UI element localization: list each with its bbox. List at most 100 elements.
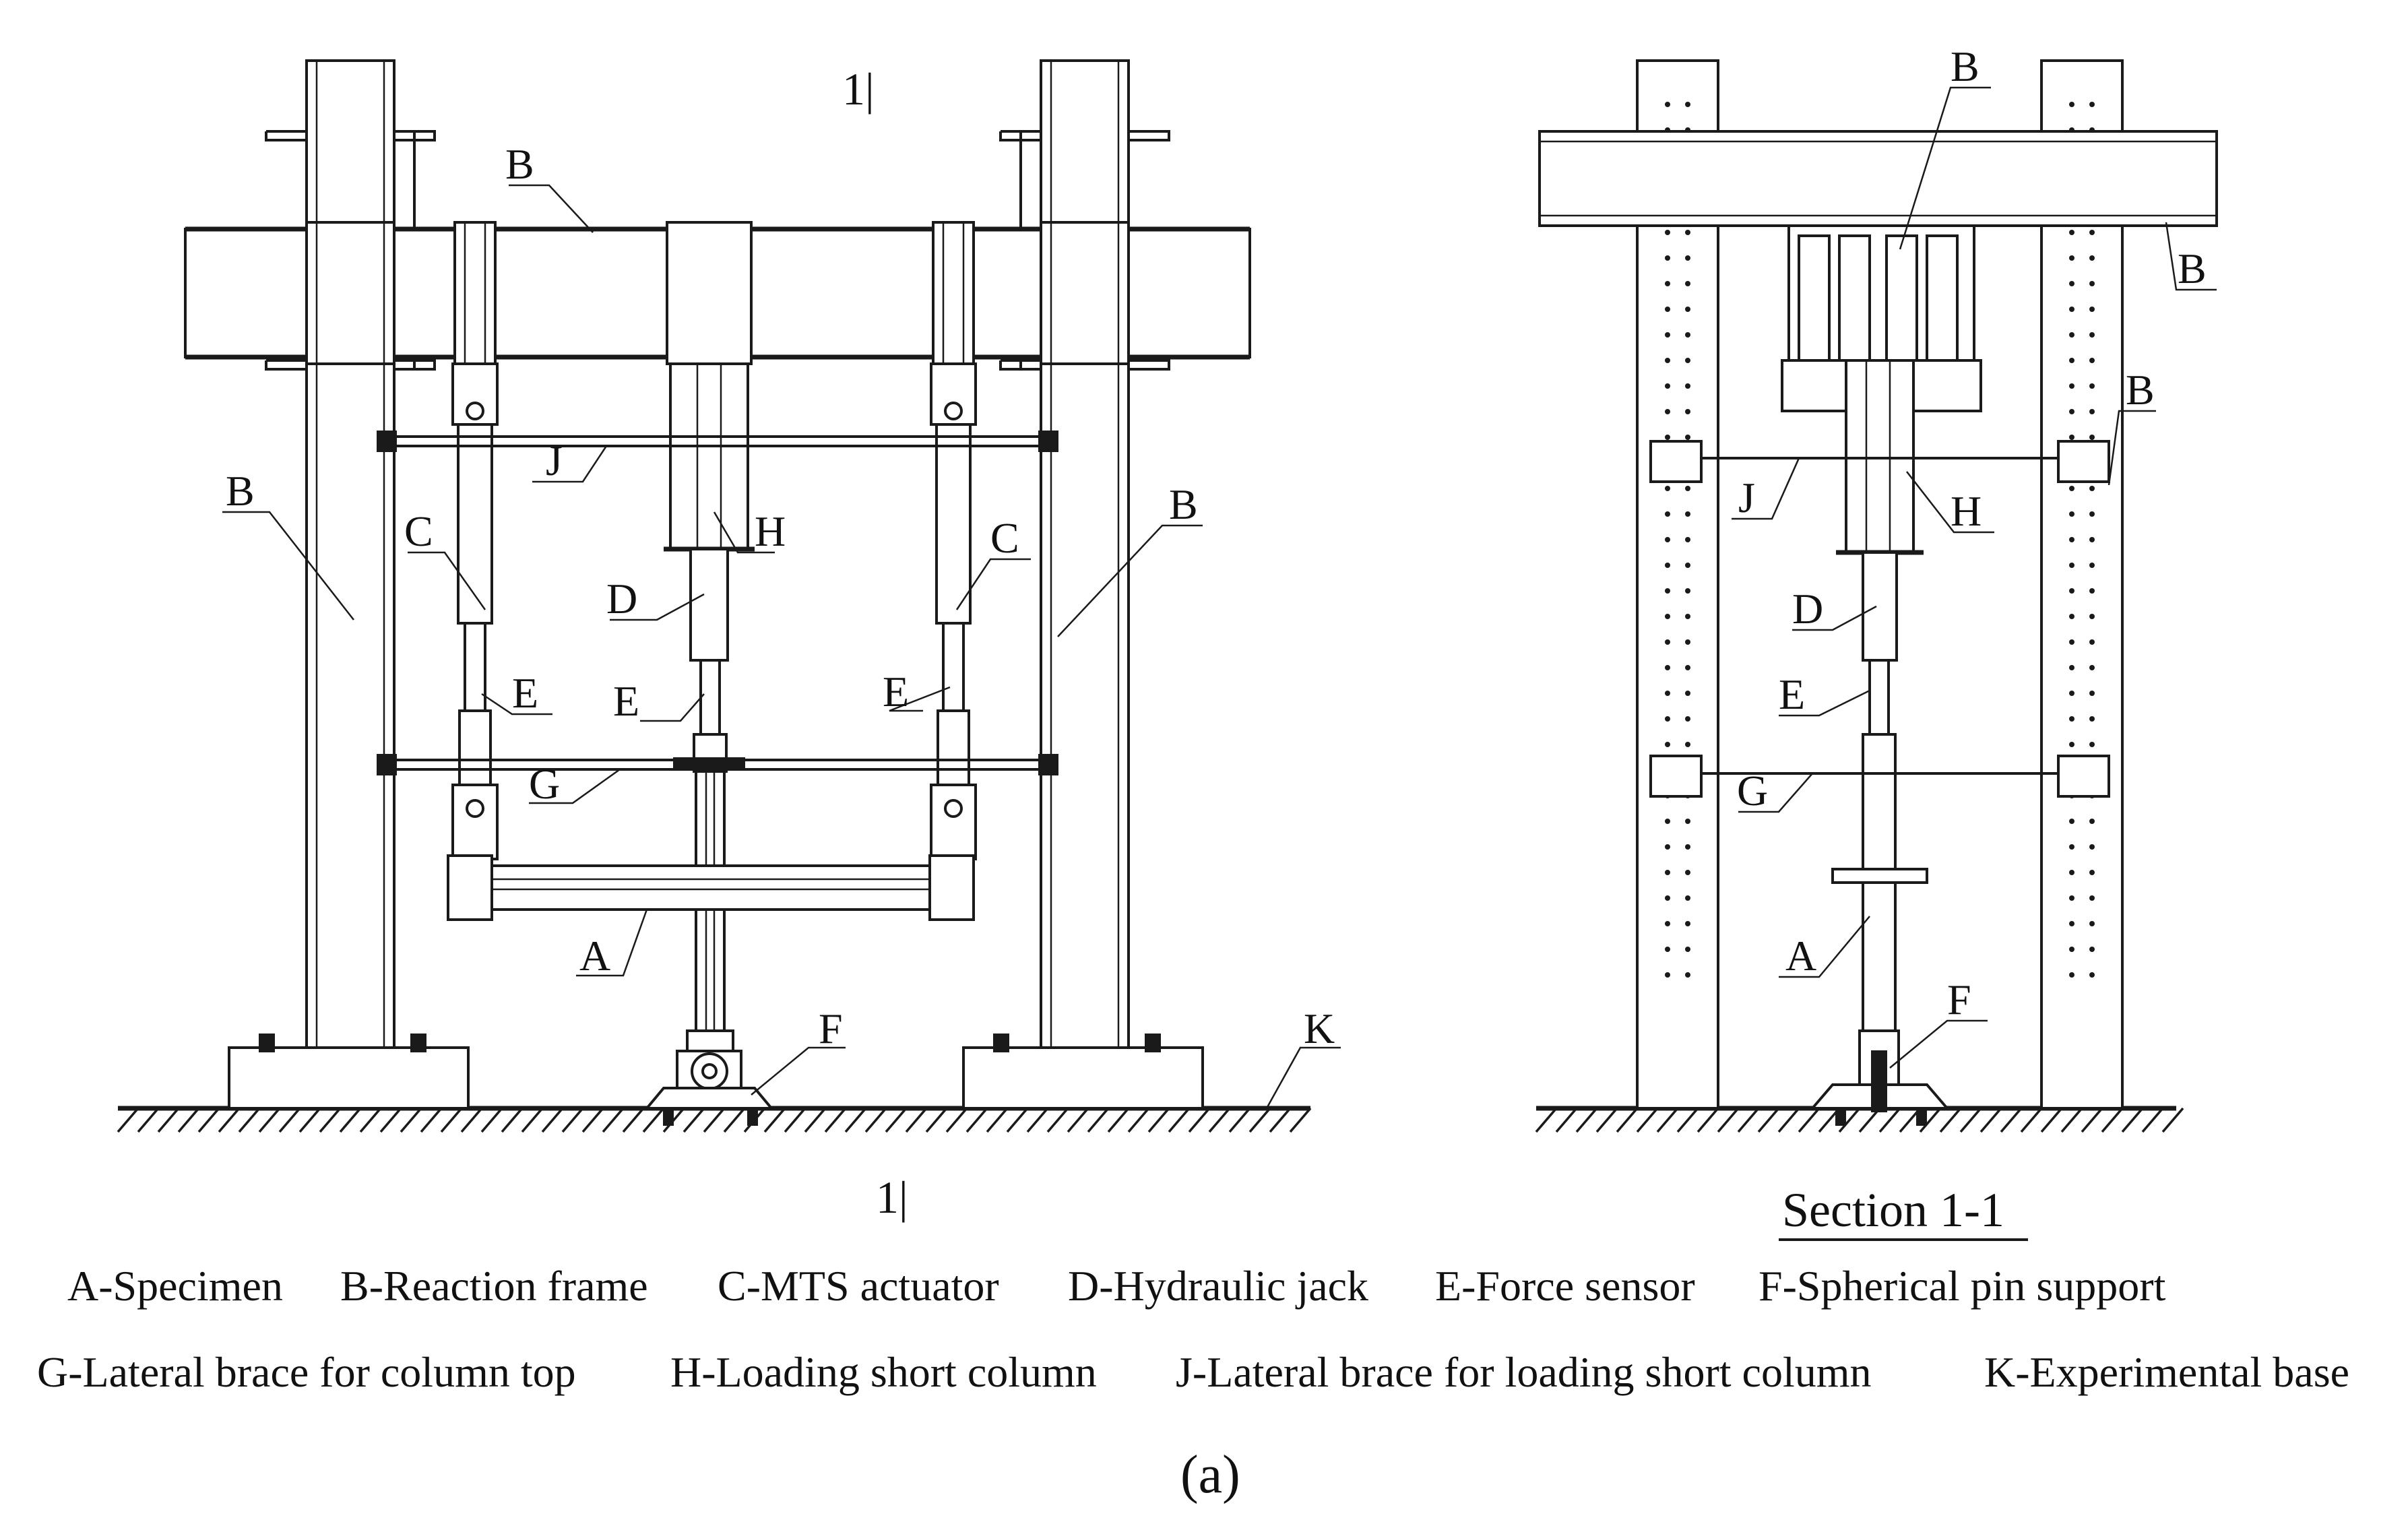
ground-hatch-line: [683, 1107, 705, 1133]
ground-hatch-line: [379, 1107, 402, 1133]
ground-hatch-line: [1697, 1107, 1719, 1133]
bolt-hole: [1685, 537, 1690, 542]
ground-hatch-line: [157, 1107, 180, 1133]
bolt-hole: [2089, 332, 2095, 338]
elevation-view: 1| 1| B B B C C J H D E E E G A F K: [117, 59, 1341, 1223]
bolt-hole: [1665, 332, 1670, 338]
ground-hatch-line: [1979, 1107, 2002, 1133]
bolt-hole: [2089, 844, 2095, 850]
bolt-hole: [2089, 614, 2095, 619]
bolt-hole: [1685, 281, 1690, 286]
legend-E: E-Force sensor: [1435, 1262, 1695, 1310]
bolt-hole: [1665, 307, 1670, 312]
bolt-hole: [1665, 358, 1670, 363]
ground-hatch-line: [1777, 1107, 1800, 1133]
ground-hatch-line: [844, 1107, 867, 1133]
bolt-hole: [2089, 307, 2095, 312]
ground-hatch-line: [1656, 1107, 1679, 1133]
bolt-hole: [1665, 870, 1670, 875]
ground-hatch-line: [541, 1107, 564, 1133]
leaders-section: [1732, 86, 2217, 1069]
bolt-hole: [1685, 307, 1690, 312]
label-E-mid: E: [613, 677, 639, 725]
bolt-hole: [2089, 435, 2095, 440]
bolt-hole: [2069, 383, 2074, 389]
ground-hatch-line: [480, 1107, 503, 1133]
ground-hatch-line: [784, 1107, 806, 1133]
bolt-hole: [2069, 255, 2074, 261]
ground-hatch-line: [763, 1107, 786, 1133]
leaders-elevation: [222, 184, 1341, 1109]
ground-hatch-line: [1636, 1107, 1659, 1133]
bolt-hole: [2069, 230, 2074, 235]
sec-label-D: D: [1792, 585, 1823, 633]
section-reaction-beam: [1538, 130, 2218, 227]
bolt-hole: [1685, 332, 1690, 338]
bolt-hole: [1665, 742, 1670, 747]
bolt-hole: [2089, 383, 2095, 389]
ground-hatch-line: [1228, 1107, 1251, 1133]
label-K: K: [1304, 1005, 1335, 1052]
bolt-hole: [1665, 102, 1670, 107]
bolt-hole: [2089, 639, 2095, 645]
ground-hatch-line: [2081, 1107, 2103, 1133]
bolt-hole: [1665, 486, 1670, 491]
label-J: J: [546, 437, 563, 484]
ground-hatch-line: [420, 1107, 443, 1133]
ground-hatch-line: [945, 1107, 968, 1133]
ground-hatch-line: [2101, 1107, 2124, 1133]
ground-hatch-line: [986, 1107, 1009, 1133]
bolt-hole: [1665, 537, 1670, 542]
bolt-hole: [2069, 614, 2074, 619]
legend-H: H-Loading short column: [670, 1348, 1097, 1396]
section-pin-support: [1809, 1050, 1951, 1126]
ground-hatch-line: [703, 1107, 726, 1133]
loading-short-column: [664, 221, 755, 1052]
ground-hatch-line: [1188, 1107, 1211, 1133]
ground-hatch-line: [1269, 1107, 1292, 1133]
ground-hatch-line: [885, 1107, 908, 1133]
bolt-hole: [1685, 947, 1690, 952]
bolt-hole: [2089, 563, 2095, 568]
specimen-beam: [447, 854, 975, 921]
label-C-right: C: [990, 514, 1019, 562]
bolt-hole: [2089, 537, 2095, 542]
legend-B: B-Reaction frame: [340, 1262, 648, 1310]
ground-hatch-line: [278, 1107, 301, 1133]
lateral-brace-J: [377, 431, 1058, 452]
sec-label-F: F: [1947, 976, 1971, 1023]
ground-hatch-line: [319, 1107, 342, 1133]
ground-hatch-line: [804, 1107, 827, 1133]
ground-hatch-line: [864, 1107, 887, 1133]
bolt-hole: [1685, 563, 1690, 568]
ground-hatch-line: [2000, 1107, 2023, 1133]
ground-hatch-line: [1595, 1107, 1618, 1133]
ground-hatch-line: [965, 1107, 988, 1133]
legend-G: G-Lateral brace for column top: [37, 1348, 576, 1396]
bolt-hole: [2069, 895, 2074, 901]
lateral-brace-G: [377, 754, 1058, 775]
bolt-hole: [2069, 537, 2074, 542]
ground-hatch-line: [460, 1107, 483, 1133]
sec-label-J: J: [1738, 474, 1755, 521]
bolt-hole: [2069, 332, 2074, 338]
bolt-hole: [2069, 358, 2074, 363]
ground-hatch-line: [1208, 1107, 1231, 1133]
ground-hatch-line: [1717, 1107, 1740, 1133]
bolt-hole: [1685, 895, 1690, 901]
sec-label-G: G: [1737, 767, 1768, 815]
ground-hatch-line: [1616, 1107, 1639, 1133]
bolt-hole: [2069, 588, 2074, 594]
sec-label-B-col: B: [2126, 366, 2155, 414]
ground-hatch-line: [2141, 1107, 2164, 1133]
legend-D: D-Hydraulic jack: [1068, 1262, 1368, 1310]
ground-elevation: [117, 1106, 1312, 1133]
label-B-top: B: [505, 140, 534, 188]
ground-hatch-line: [1575, 1107, 1598, 1133]
bolt-hole: [1685, 716, 1690, 722]
section-column-right: [2040, 59, 2124, 1110]
bolt-hole: [2069, 281, 2074, 286]
bolt-hole: [1665, 230, 1670, 235]
sec-label-E: E: [1779, 670, 1805, 718]
ground-hatch-line: [238, 1107, 261, 1133]
